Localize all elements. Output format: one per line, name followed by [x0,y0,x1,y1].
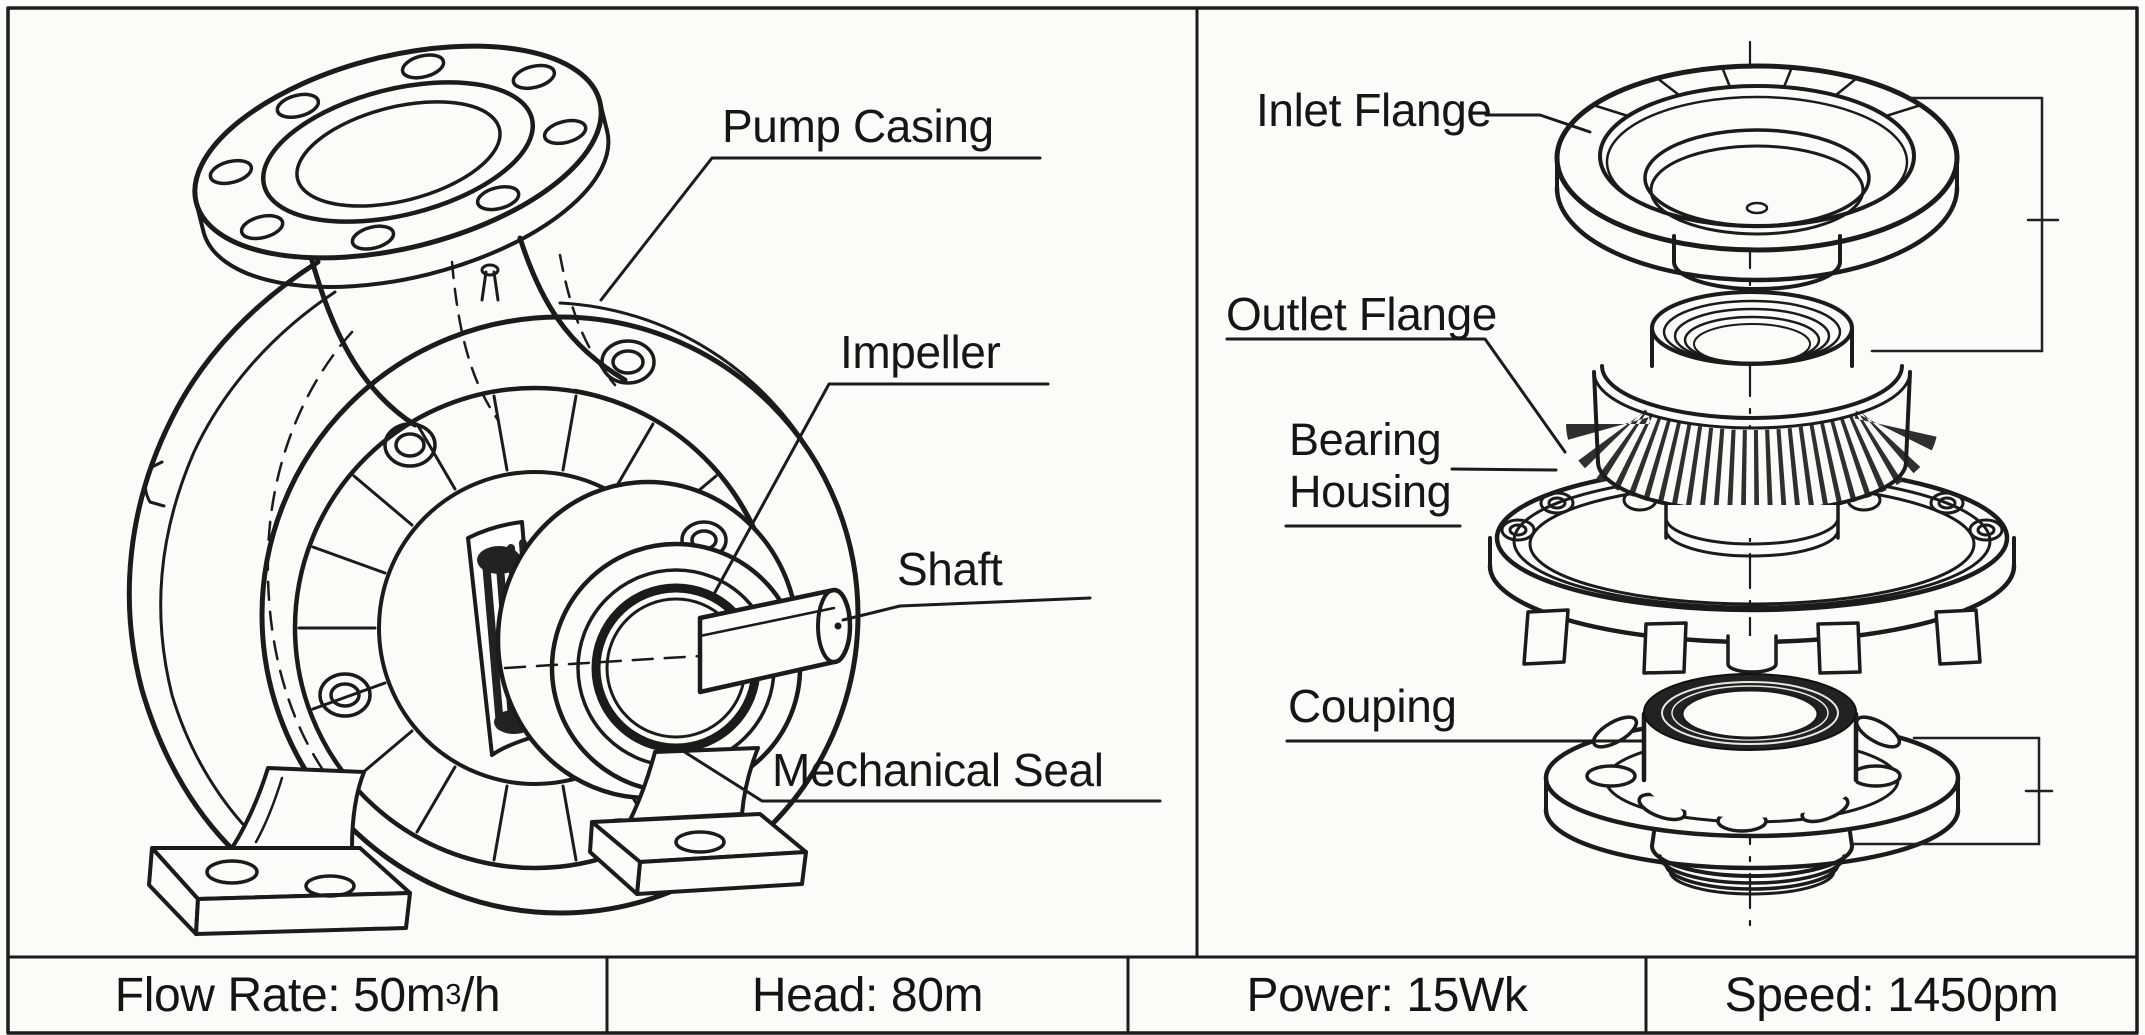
pump-casing-leader [599,156,1042,302]
pump-assembly-drawing [126,43,1162,936]
shaft-leader [841,596,1092,622]
power-text: Power: 15Wk [1246,968,1528,1022]
exploded-coupling [1543,673,1961,896]
speed-text: Speed: 1450pm [1724,968,2059,1022]
flow-rate-unit: /h [460,968,501,1022]
center-pin [1726,634,1778,674]
pump-shaft [697,587,853,695]
outlet-flange-label: Outlet Flange [1226,288,1497,340]
casing-top-stud [480,263,500,302]
bearing-housing-label-line2: Housing [1289,466,1452,517]
mounting-feet [147,746,808,936]
frame-borders [6,6,2139,1035]
flow-rate-text: Flow Rate: 50m [114,968,446,1022]
shaft-label: Shaft [897,543,1003,595]
impeller-label: Impeller [840,326,1001,378]
mechanical-seal-label: Mechanical Seal [772,744,1104,796]
inlet-flange-leader [1484,113,1592,134]
coupling-label: Couping [1288,680,1457,732]
pump-casing-label: Pump Casing [722,100,994,152]
spec-cell-speed: Speed: 1450pm [1646,957,2137,1033]
dimension-bracket-bottom [1850,736,2054,846]
coupling-bolt-holes [1585,715,1902,833]
axis-hidden-line [503,654,702,670]
knurl-band [1566,407,1938,514]
outlet-flange-leader [1225,337,1567,454]
impeller-leader [712,382,1050,596]
head-text: Head: 80m [751,968,984,1022]
rear-flange-notch [144,460,166,508]
mechanical-seal-leader [681,749,1162,803]
exploded-view-drawing [1225,40,2060,940]
exploded-inlet-flange [1554,63,1960,291]
bearing-housing-label: Bearing Housing [1289,414,1452,518]
bearing-housing-label-line1: Bearing [1289,414,1442,465]
dimension-bracket-top [1870,96,2060,353]
housing-feet [1522,608,1982,675]
exploded-threaded-collar [1566,290,1938,558]
pump-inlet-flange [192,43,611,289]
bearing-housing-leader [1450,467,1558,472]
spec-cell-head: Head: 80m [607,957,1128,1033]
spec-cell-power: Power: 15Wk [1128,957,1646,1033]
inlet-flange-label: Inlet Flange [1256,84,1492,136]
